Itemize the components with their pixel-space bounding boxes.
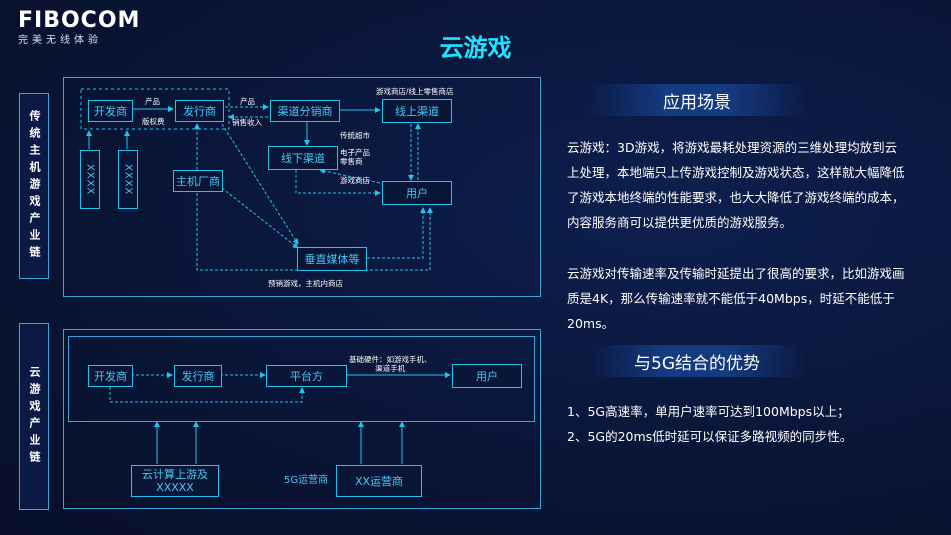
node-developer: 开发商 xyxy=(88,100,133,122)
advantage-item-1: 1、5G高速率，单用户速率可达到100Mbps以上； xyxy=(567,404,850,419)
label-supermarket: 传统超市 xyxy=(340,131,370,140)
page-title: 云游戏 xyxy=(439,34,512,62)
cloud-chain-panel xyxy=(63,329,541,509)
node-xx-operator: XX运营商 xyxy=(336,465,422,497)
label-sales-income: 销售收入 xyxy=(232,118,262,127)
node-cloud-developer: 开发商 xyxy=(88,365,133,387)
advantage-item-2: 2、5G的20ms低时延可以保证多路视频的同步性。 xyxy=(567,429,853,444)
advantage-title: 与5G结合的优势 xyxy=(634,353,760,374)
node-xxxx-1-text: XXXX xyxy=(84,163,96,196)
side-label-traditional-text: 传统主机游戏产业链 xyxy=(28,109,41,263)
node-offline-channel: 线下渠道 xyxy=(268,146,338,170)
label-royalty: 版权费 xyxy=(142,117,165,126)
side-label-cloud-text: 云游戏产业链 xyxy=(28,365,41,468)
label-5g-operator: 5G运营商 xyxy=(284,475,329,486)
traditional-chain-panel xyxy=(63,77,541,297)
node-cloud-user: 用户 xyxy=(452,364,522,388)
side-label-traditional: 传统主机游戏产业链 xyxy=(19,93,49,279)
node-xxxx-2: XXXX xyxy=(118,150,138,209)
side-label-cloud: 云游戏产业链 xyxy=(19,323,49,510)
node-xxxx-2-text: XXXX xyxy=(122,163,134,196)
scenario-paragraph-2: 云游戏对传输速率及传输时延提出了很高的要求，比如游戏画质是4K，那么传输速率就不… xyxy=(567,266,905,331)
fibocom-logo: FIBOCOM 完美无线体验 xyxy=(18,8,140,46)
label-game-shop: 游戏商店 xyxy=(340,176,370,185)
node-cloud-upstream: 云计算上游及 XXXXX xyxy=(131,465,219,497)
node-online-channel: 线上渠道 xyxy=(382,99,452,123)
scenario-banner: 应用场景 xyxy=(588,84,806,116)
node-publisher: 发行商 xyxy=(175,100,224,122)
advantage-banner: 与5G结合的优势 xyxy=(588,345,806,377)
scenario-paragraph-1: 云游戏：3D游戏，将游戏最耗处理资源的三维处理均放到云上处理，本地端只上传游戏控… xyxy=(567,140,905,230)
label-product-1: 产品 xyxy=(145,97,160,106)
node-vertical-media: 垂直媒体等 xyxy=(297,247,367,271)
label-product-2: 产品 xyxy=(240,97,255,106)
node-user: 用户 xyxy=(382,181,452,205)
cloud-chain-inner-panel xyxy=(68,336,535,422)
node-cloud-publisher: 发行商 xyxy=(174,365,222,387)
node-console-maker: 主机厂商 xyxy=(173,170,223,192)
scenario-title: 应用场景 xyxy=(663,92,731,113)
label-hardware: 基础硬件：如游戏手机、 渠道手机 xyxy=(349,355,432,373)
node-platform: 平台方 xyxy=(266,365,347,387)
logo-tagline: 完美无线体验 xyxy=(18,35,102,46)
logo-wordmark: FIBOCOM xyxy=(18,8,141,33)
label-electronics-retailer: 电子产品 零售商 xyxy=(340,148,370,166)
node-channel-distributor: 渠道分销商 xyxy=(270,100,340,122)
node-xxxx-1: XXXX xyxy=(80,150,100,209)
label-game-stores: 游戏商店/线上零售商店 xyxy=(376,87,454,96)
label-preinstall: 预销游戏，主机内商店 xyxy=(268,279,343,288)
